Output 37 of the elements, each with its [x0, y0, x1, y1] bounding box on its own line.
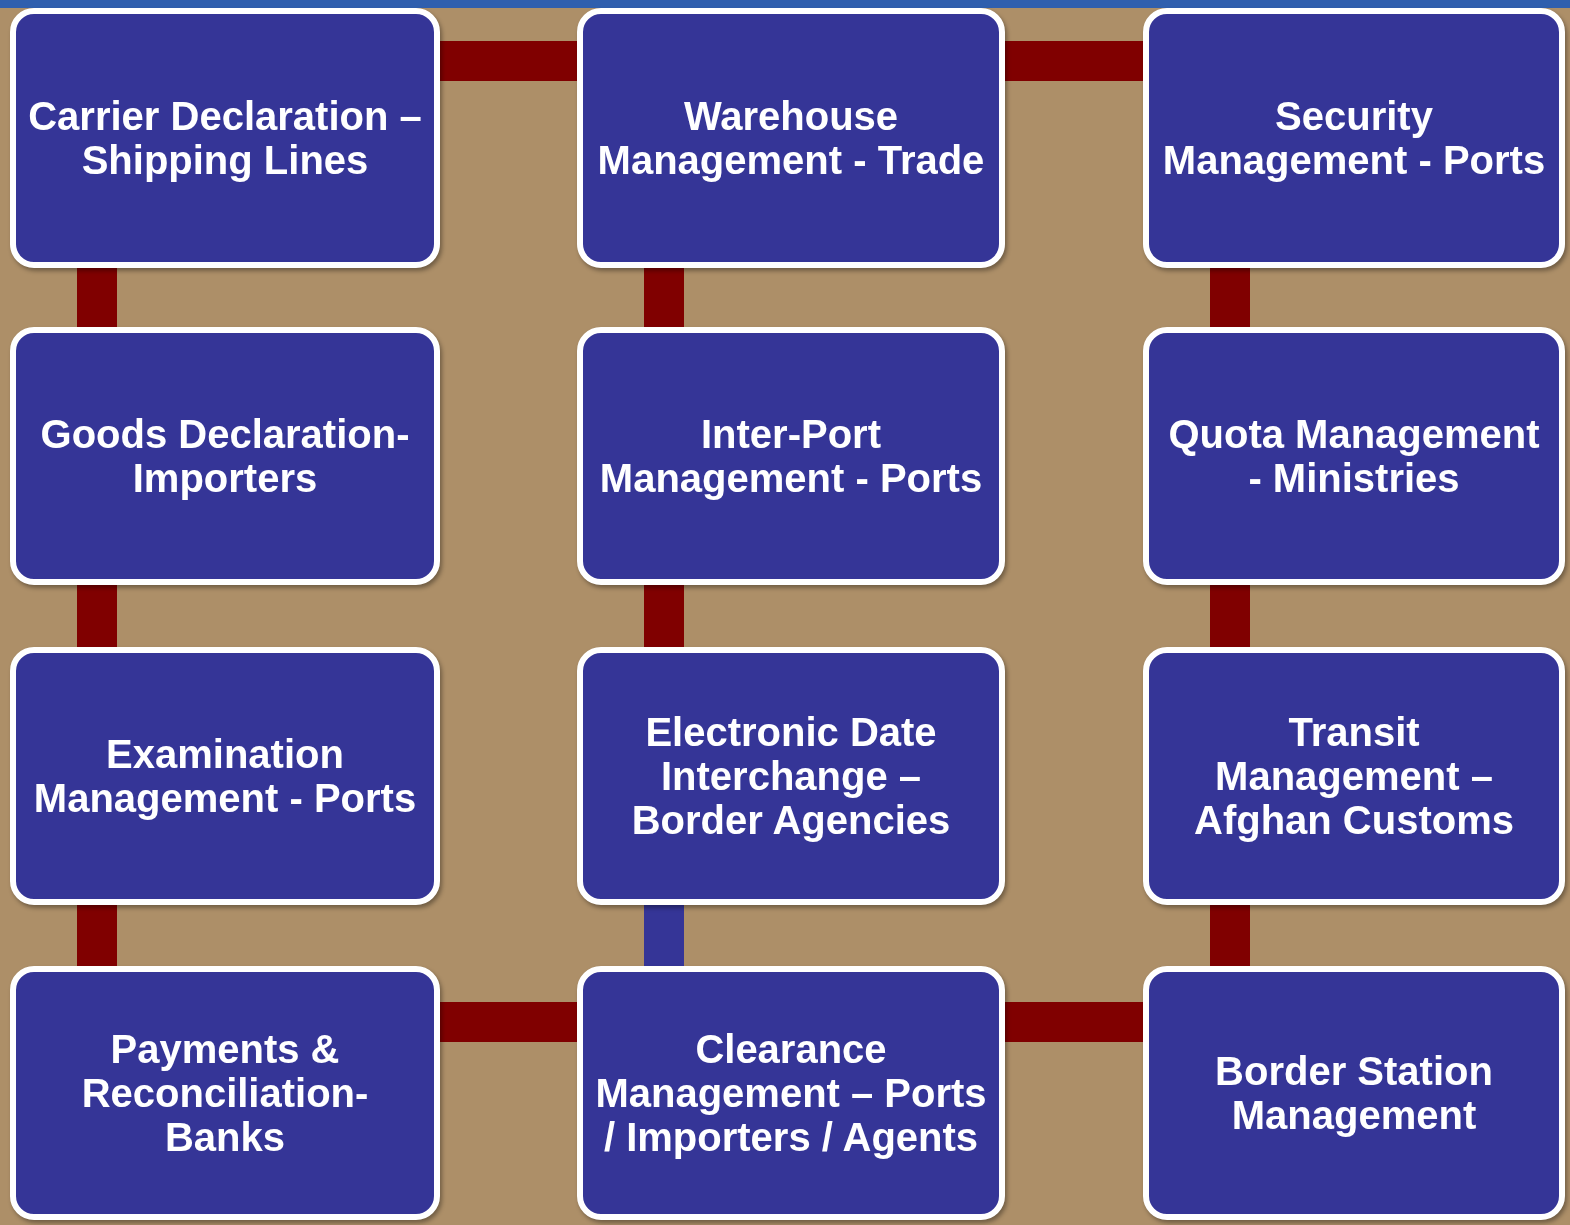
- connector-bar: [77, 905, 117, 966]
- box-label: Quota Management - Ministries: [1167, 412, 1541, 500]
- box-label: Examination Management - Ports: [32, 732, 418, 820]
- connector-bar: [644, 905, 684, 966]
- box-label: Inter-Port Management - Ports: [598, 412, 984, 500]
- connector-bar: [440, 1002, 577, 1042]
- box-label: Transit Management – Afghan Customs: [1193, 710, 1515, 842]
- process-box: [10, 647, 440, 905]
- process-box: [1143, 8, 1565, 268]
- process-box: [1143, 647, 1565, 905]
- process-box: [577, 327, 1005, 585]
- connector-bar: [1210, 585, 1250, 647]
- process-box: [10, 327, 440, 585]
- box-label: Electronic Date Interchange – Border Agencies: [630, 710, 952, 842]
- box-label: Warehouse Management - Trade: [596, 94, 986, 182]
- process-box: [10, 8, 440, 268]
- connector-bar: [1005, 1002, 1143, 1042]
- box-label: Clearance Management – Ports / Importers / Agents: [595, 1027, 987, 1159]
- connector-bar: [77, 268, 117, 327]
- connector-bar: [1210, 905, 1250, 966]
- box-label: Payments & Reconciliation-Banks: [80, 1027, 370, 1159]
- process-box: [1143, 327, 1565, 585]
- process-box: [1143, 966, 1565, 1220]
- box-label: Border Station Management: [1214, 1049, 1494, 1137]
- connector-bar: [77, 585, 117, 647]
- process-box: [577, 647, 1005, 905]
- connector-bar: [644, 585, 684, 647]
- connector-bar: [440, 41, 577, 81]
- process-box: [577, 966, 1005, 1220]
- box-label: Carrier Declaration – Shipping Lines: [28, 94, 422, 182]
- process-box: [577, 8, 1005, 268]
- connector-bar: [1210, 268, 1250, 327]
- connector-bar: [644, 268, 684, 327]
- connector-bar: [1005, 41, 1143, 81]
- box-label: Security Management - Ports: [1161, 94, 1547, 182]
- process-box: [10, 966, 440, 1220]
- box-label: Goods Declaration-Importers: [39, 412, 411, 500]
